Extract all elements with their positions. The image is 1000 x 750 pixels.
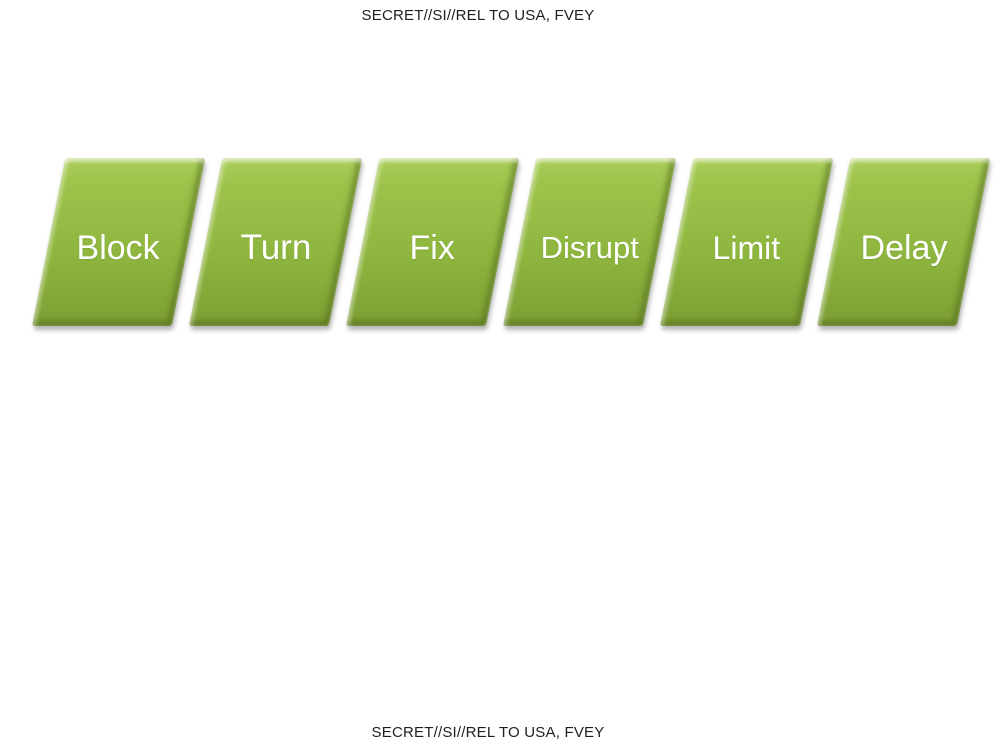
process-step-label: Fix xyxy=(409,228,456,267)
process-step-label: Limit xyxy=(712,229,781,266)
process-step-turn: Turn xyxy=(189,158,363,326)
classification-text-top: SECRET//SI//REL TO USA, FVEY xyxy=(361,7,595,24)
process-step-label: Delay xyxy=(860,228,948,267)
process-step-fix: Fix xyxy=(346,158,520,326)
classification-banner-bottom: SECRET//SI//REL TO USA, FVEY xyxy=(0,724,1000,741)
process-step-block: Block xyxy=(32,158,206,326)
process-step-delay: Delay xyxy=(817,158,991,326)
process-step-label: Turn xyxy=(240,228,311,267)
process-step-limit: Limit xyxy=(660,158,834,326)
classification-banner-top: SECRET//SI//REL TO USA, FVEY xyxy=(0,7,1000,24)
process-step-label: Block xyxy=(77,228,161,267)
process-step-label: Disrupt xyxy=(540,230,639,265)
classification-text-bottom: SECRET//SI//REL TO USA, FVEY xyxy=(371,724,605,741)
process-step-disrupt: Disrupt xyxy=(503,158,677,326)
